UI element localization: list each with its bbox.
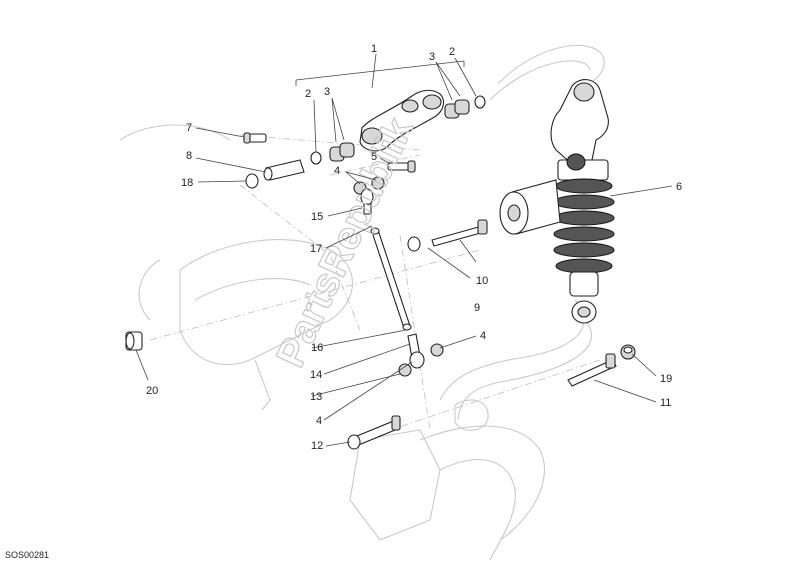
callout-4-bottom: 4 bbox=[316, 415, 322, 427]
callout-11: 11 bbox=[660, 397, 671, 409]
callout-13: 13 bbox=[310, 391, 322, 403]
callout-18: 18 bbox=[181, 177, 193, 189]
callout-4-upper: 4 bbox=[334, 165, 340, 177]
washer-right bbox=[474, 95, 486, 109]
washer-18 bbox=[245, 173, 259, 189]
shock-spring bbox=[553, 178, 615, 274]
callout-15: 15 bbox=[311, 211, 323, 223]
rocker-linkage bbox=[359, 89, 445, 152]
callout-9: 9 bbox=[474, 302, 480, 314]
nut-lower-right bbox=[430, 343, 444, 357]
washer-left bbox=[310, 151, 322, 165]
callout-3-right: 3 bbox=[429, 51, 435, 63]
callout-17: 17 bbox=[310, 243, 322, 255]
group-bracket-line bbox=[295, 60, 465, 86]
bearing-pair-left bbox=[329, 142, 355, 162]
callout-4-lower-right: 4 bbox=[480, 330, 486, 342]
leader-lines bbox=[135, 53, 673, 447]
callout-5: 5 bbox=[371, 151, 377, 163]
callout-8: 8 bbox=[186, 150, 192, 162]
callout-12: 12 bbox=[311, 440, 323, 452]
nut-lower-left bbox=[398, 363, 412, 377]
shock-reservoir bbox=[499, 179, 561, 235]
callout-20: 20 bbox=[146, 385, 158, 397]
spacer-tube bbox=[263, 159, 305, 181]
callout-6: 6 bbox=[676, 181, 682, 193]
shock-absorber bbox=[499, 79, 615, 324]
rod-end-upper bbox=[360, 188, 374, 215]
callout-3-left: 3 bbox=[324, 86, 330, 98]
callout-10: 10 bbox=[476, 275, 488, 287]
bolt-12 bbox=[347, 415, 401, 450]
callout-16: 16 bbox=[311, 342, 323, 354]
bolt-10 bbox=[431, 219, 488, 247]
tie-rod bbox=[370, 227, 412, 331]
rod-end-lower bbox=[407, 333, 425, 369]
ghost-frame-outline bbox=[119, 44, 605, 561]
bushing-20 bbox=[125, 331, 143, 351]
callout-1: 1 bbox=[371, 43, 377, 55]
callout-labels: 1 2 2 3 3 4 4 4 5 6 7 8 9 10 11 12 13 14… bbox=[146, 43, 682, 452]
bolt-upper-left bbox=[243, 132, 267, 144]
bearing-pair-right bbox=[444, 99, 470, 119]
callout-19: 19 bbox=[660, 373, 672, 385]
callout-2-left: 2 bbox=[305, 88, 311, 100]
callout-14: 14 bbox=[310, 369, 322, 381]
drawing-code: SOS00281 bbox=[5, 550, 49, 560]
callout-7: 7 bbox=[186, 122, 192, 134]
bolt-5 bbox=[387, 160, 416, 173]
washer-9 bbox=[407, 236, 421, 252]
callout-2-right: 2 bbox=[449, 46, 455, 58]
bolt-11 bbox=[567, 353, 617, 387]
nut-19 bbox=[620, 344, 636, 360]
